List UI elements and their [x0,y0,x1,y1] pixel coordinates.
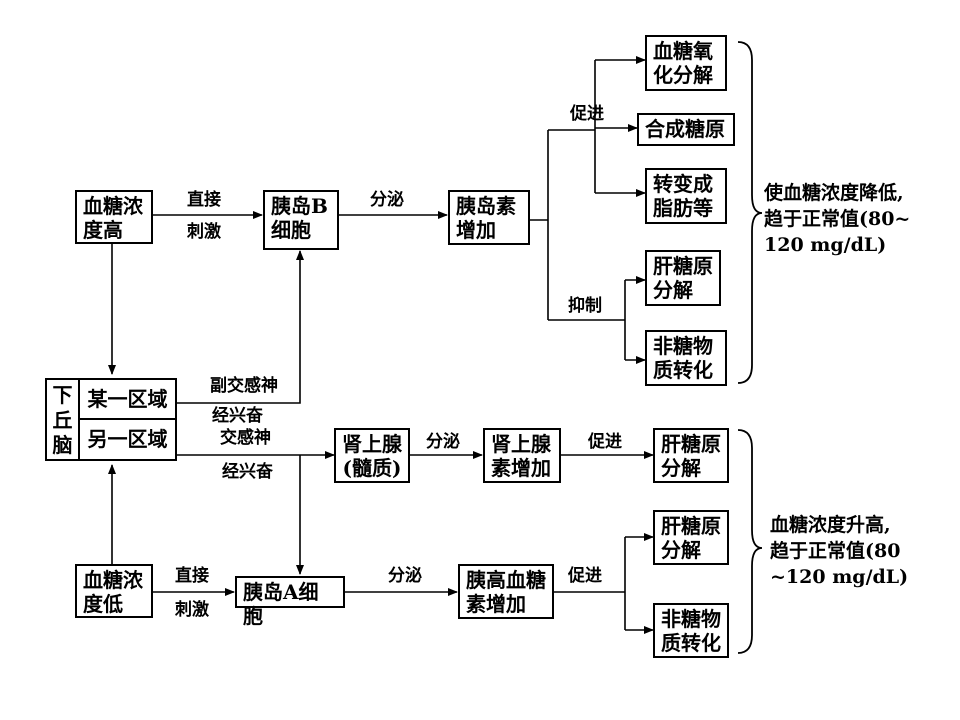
brace-raise [737,429,763,654]
box-hypothalamus: 下 丘 脑 某一区域 另一区域 [45,378,177,461]
box-glycogen-synthesis: 合成糖原 [637,113,735,146]
label-secrete-insulin: 分泌 [370,190,404,210]
label-stimulate-bottom: 刺激 [175,600,209,620]
box-glucagon-up: 胰高血糖 素增加 [458,564,554,619]
box-oxidation: 血糖氧 化分解 [645,35,727,91]
branch-glucagon-promote [553,537,626,630]
box-glucose-high: 血糖浓 度高 [75,190,153,244]
box-nonsugar-inhibit: 非糖物 质转化 [645,330,727,386]
box-islet-a: 胰岛A细胞 [235,576,345,628]
arrow-parasympathetic-to-islet-b [177,250,304,404]
label-stimulate-top: 刺激 [187,222,221,242]
label-para-excite: 经兴奋 [212,406,263,426]
branch-promote [548,60,596,193]
branch-inhibit [548,280,626,360]
label-secrete-adrenal: 分泌 [426,432,460,452]
hypothalamus-region-one: 某一区域 [80,380,175,420]
label-sym-excite: 经兴奋 [222,462,273,482]
box-insulin-up: 胰岛素 增加 [448,190,530,245]
trunk-insulin-effects [529,130,549,320]
label-promote-glucagon: 促进 [568,566,602,586]
box-adrenaline-up: 肾上腺 素增加 [483,428,561,483]
brace-lower [737,41,763,384]
label-direct-top: 直接 [187,190,221,210]
box-nonsugar-glucagon: 非糖物 质转化 [653,603,729,658]
label-promote-insulin: 促进 [570,104,604,124]
box-glucose-low: 血糖浓 度低 [75,564,153,618]
label-parasympathetic: 副交感神 [210,376,278,396]
label-secrete-glucagon: 分泌 [388,566,422,586]
box-convert-fat: 转变成 脂肪等 [645,168,727,224]
note-raise-glucose: 血糖浓度升高, 趋于正常值(80 ~120 mg/dL) [770,514,909,588]
label-promote-adrenal: 促进 [588,432,622,452]
box-liver-glycogen-adrenal: 肝糖原 分解 [653,428,729,483]
hypothalamus-region-two: 另一区域 [87,427,168,451]
box-liver-glycogen-inhibit: 肝糖原 分解 [645,250,721,306]
box-adrenal-medulla: 肾上腺 (髓质) [334,428,410,483]
label-direct-bottom: 直接 [175,566,209,586]
label-inhibit-insulin: 抑制 [568,296,602,316]
hypothalamus-label: 下 丘 脑 [47,380,80,459]
note-lower-glucose: 使血糖浓度降低, 趋于正常值(80~ 120 mg/dL) [764,182,911,256]
label-sympathetic: 交感神 [220,428,271,448]
box-liver-glycogen-glucagon: 肝糖原 分解 [653,510,729,565]
box-islet-b: 胰岛B 细胞 [263,190,339,250]
